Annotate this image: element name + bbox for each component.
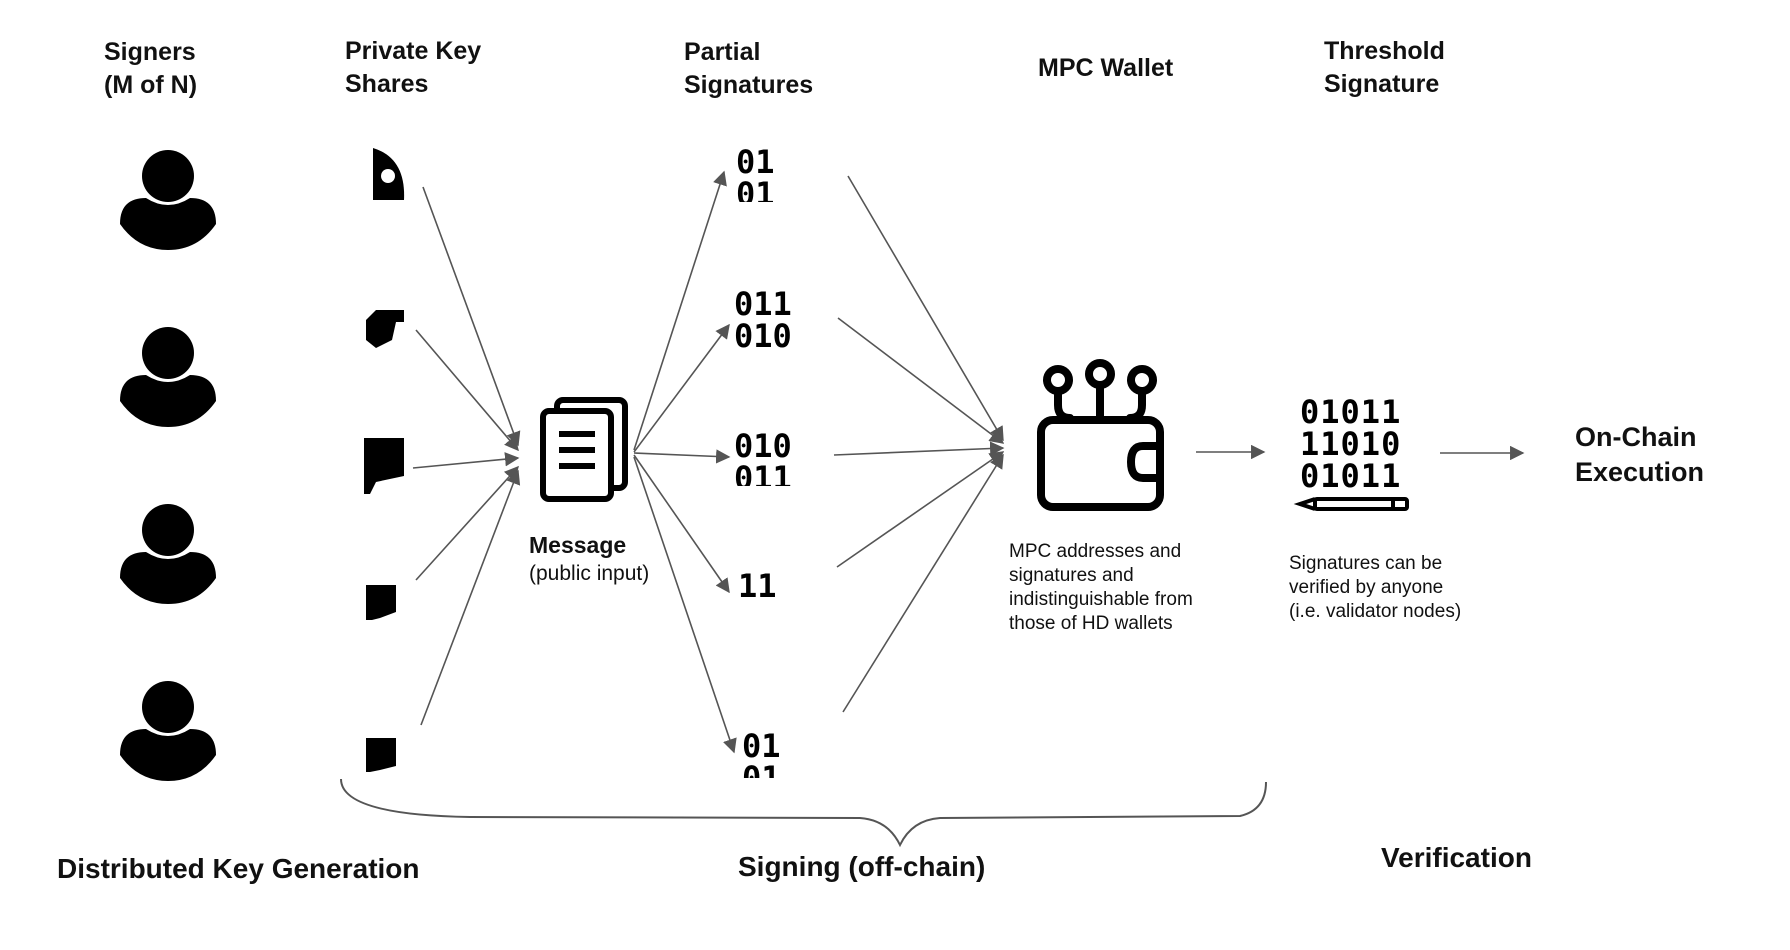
arrow-icon [836,451,1005,568]
partial-signature-4: 11 [738,570,777,605]
message-subtitle: (public input) [529,562,650,585]
partial-signature-1: 01 01 [736,146,775,202]
key-share-4-icon [366,585,396,620]
arrow-icon [633,170,727,451]
arrow-icon [420,469,521,726]
arrow-icon [842,453,1004,713]
column-header-partial-signatures: Partial Signatures [684,38,814,99]
mpc-wallet-icon [1037,359,1164,511]
arrows-shares-to-message [412,186,521,726]
partial-signature-5: 01 01 [742,730,781,778]
arrow-icon [633,454,730,594]
verification-note: Signatures can be verified by anyone (i.… [1289,553,1462,622]
signers-group [120,150,216,781]
message-title: Message [529,532,627,558]
arrow-icon [633,323,730,453]
arrow-icon [415,465,519,581]
column-header-key-shares: Private Key Shares [345,37,482,98]
signer-2-person-icon [120,327,216,427]
wallet-note: MPC addresses and signatures and indisti… [1009,541,1193,634]
key-share-5-icon [366,738,396,772]
arrow-icon [412,452,520,469]
column-header-mpc-wallet: MPC Wallet [1038,54,1174,82]
arrow-icon [847,175,1004,442]
arrow-icon [422,186,521,447]
pen-icon [1293,497,1409,511]
threshold-signature-binary: 01011 11010 01011 [1300,396,1402,492]
signer-3-person-icon [120,504,216,604]
arrow-icon [415,329,519,452]
signer-4-person-icon [120,681,216,781]
column-header-signers: Signers (M of N) [104,38,198,99]
arrows-partials-to-wallet [833,175,1005,713]
key-shares-group [364,148,405,772]
key-share-2-icon [366,310,404,348]
section-distributed-key-generation: Distributed Key Generation [57,853,420,884]
key-share-3-icon [364,438,404,494]
section-verification: Verification [1381,842,1532,873]
signer-1-person-icon [120,150,216,250]
section-signing: Signing (off-chain) [738,851,986,882]
partial-signature-2: 011 010 [734,288,792,350]
arrow-icon [633,449,731,464]
arrow-icon [837,317,1005,444]
onchain-execution-label: On-Chain Execution [1575,422,1705,487]
arrow-icon [833,441,1005,456]
documents-icon [540,397,628,502]
column-header-threshold-signature: Threshold Signature [1324,37,1445,98]
arrow-icon [633,456,737,754]
partial-signature-3: 010 011 [734,430,792,486]
curly-brace-icon [340,778,1267,848]
arrows-message-to-partials [633,170,737,754]
